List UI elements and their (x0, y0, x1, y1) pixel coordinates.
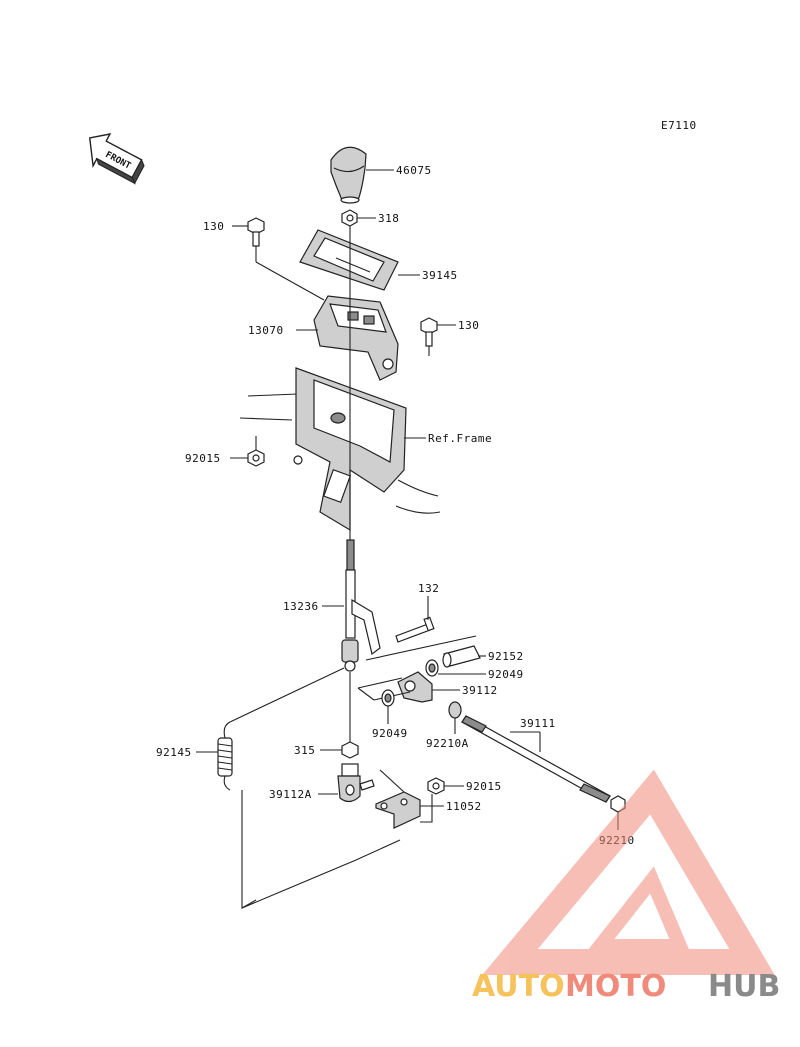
label-132: 132 (418, 582, 439, 595)
label-92049-upper: 92049 (488, 668, 524, 681)
watermark-part-moto: MOTO (565, 969, 666, 1004)
shift-knob (330, 146, 367, 204)
label-39112a: 39112A (269, 788, 312, 801)
label-318: 318 (378, 212, 399, 225)
spring-92145 (217, 721, 233, 791)
label-ref-frame: Ref.Frame (428, 432, 492, 445)
watermark-logo-icon (482, 769, 775, 975)
bolt-130-left (247, 217, 265, 247)
bracket-11052 (375, 791, 421, 829)
pin-92152 (442, 645, 481, 668)
label-13236: 13236 (283, 600, 319, 613)
label-92152: 92152 (488, 650, 524, 663)
washer-92049-upper (425, 659, 439, 677)
label-92145: 92145 (156, 746, 192, 759)
shift-rod-39111 (461, 715, 611, 803)
shift-housing-13070 (313, 295, 399, 381)
frame-bracket (239, 367, 441, 532)
lever-39112 (397, 671, 433, 703)
label-13070: 13070 (248, 324, 284, 337)
washer-92049-lower (381, 689, 395, 707)
label-92015-left: 92015 (185, 452, 221, 465)
label-92015-lower: 92015 (466, 780, 502, 793)
nut-318 (341, 209, 358, 227)
label-39112: 39112 (462, 684, 498, 697)
nut-92015-left (247, 449, 265, 467)
watermark-part-auto: AUTO (472, 969, 565, 1004)
shift-lever-13236 (341, 539, 381, 672)
nut-92015-lower (427, 777, 445, 795)
label-92049-lower: 92049 (372, 727, 408, 740)
label-130-left: 130 (203, 220, 224, 233)
diagram-code: E7110 (661, 119, 697, 132)
watermark-text: AUTO MOTO HUB (472, 969, 780, 1004)
label-315: 315 (294, 744, 315, 757)
label-11052: 11052 (446, 800, 482, 813)
bolt-130-right (420, 317, 438, 347)
label-92210a: 92210A (426, 737, 469, 750)
bolt-132 (395, 616, 435, 643)
shift-boot-39145 (299, 229, 399, 291)
collar-92210a (448, 701, 462, 719)
watermark-part-hub: HUB (708, 969, 780, 1004)
label-46075: 46075 (396, 164, 432, 177)
label-39145: 39145 (422, 269, 458, 282)
label-39111: 39111 (520, 717, 556, 730)
front-arrow-icon: FRONT (88, 133, 145, 185)
label-130-right: 130 (458, 319, 479, 332)
nut-315 (341, 741, 359, 759)
joint-39112a (337, 763, 375, 803)
